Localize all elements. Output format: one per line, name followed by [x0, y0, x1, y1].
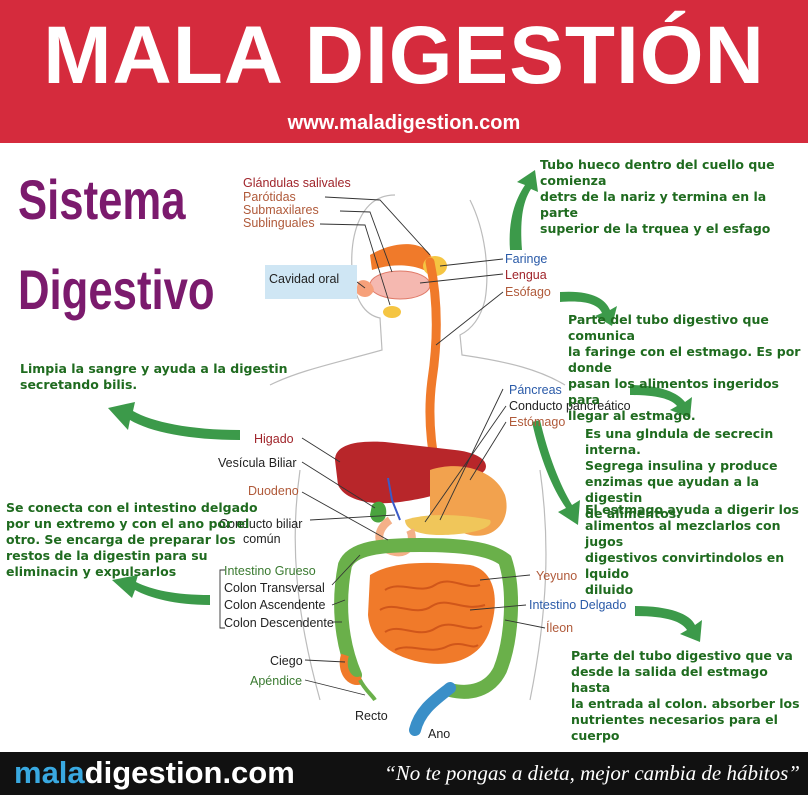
body-outline: [269, 194, 566, 701]
label-conducto-pancreatico: Conducto pancreático: [509, 399, 631, 413]
gallbladder-shape: [370, 501, 387, 523]
label-esofago: Esófago: [505, 285, 551, 299]
arrow-faringe: [509, 170, 538, 250]
label-cavidad: Cavidad oral: [269, 272, 340, 286]
label-faringe: Faringe: [505, 252, 548, 266]
label-intestino-delgado: Intestino Delgado: [529, 598, 627, 612]
diagram-title-line2: Digestivo: [18, 258, 215, 321]
green-arrows: [108, 170, 702, 642]
arrow-pancreas: [630, 385, 692, 418]
label-glandulas: Glándulas salivales: [243, 176, 351, 190]
label-recto: Recto: [355, 709, 388, 723]
desc-higado: Limpia la sangre y ayuda a la digestin s…: [20, 361, 288, 392]
arrow-higado: [108, 402, 240, 440]
footer-brand-link[interactable]: maladigestion.com: [14, 755, 295, 791]
desc-pancreas: Es una glndula de secrecin interna. Segr…: [585, 426, 778, 521]
label-pancreas: Páncreas: [509, 383, 562, 397]
diagram-title-line1: Sistema: [18, 168, 186, 231]
appendix-shape: [358, 679, 377, 702]
label-lengua: Lengua: [505, 268, 547, 282]
label-yeyuno: Yeyuno: [536, 569, 578, 583]
arrow-estomago: [532, 420, 580, 525]
label-colon-ascendente: Colon Ascendente: [224, 598, 326, 612]
rectum-shape: [409, 682, 456, 736]
tongue-shape: [369, 270, 431, 300]
label-ileon: Íleon: [546, 621, 574, 635]
label-vesicula: Vesícula Biliar: [218, 456, 297, 470]
label-parotidas: Parótidas: [243, 190, 296, 204]
arrow-esofago: [560, 291, 617, 326]
colon-shape: [334, 537, 518, 699]
desc-esofago: Parte del tubo digestivo que comunica la…: [568, 312, 801, 423]
label-ano: Ano: [428, 727, 451, 741]
footer-bar: maladigestion.com “No te pongas a dieta,…: [0, 752, 808, 795]
arrow-intestino-grueso: [112, 575, 210, 605]
arrow-intestino-delgado: [635, 606, 702, 642]
small-intestine-loops: [379, 580, 486, 651]
label-conducto-biliar-2: común: [243, 532, 281, 546]
header-url-link[interactable]: www.maladigestion.com: [287, 112, 521, 134]
bile-duct-shape: [387, 477, 401, 521]
label-intestino-grueso: Intestino Grueso: [224, 564, 316, 578]
esophagus-shape: [425, 257, 441, 475]
page-title: MALA DIGESTIÓN: [43, 10, 765, 101]
label-colon-transversal: Colon Transversal: [224, 581, 325, 595]
label-colon-descendente: Colon Descendente: [224, 616, 334, 630]
desc-faringe: Tubo hueco dentro del cuello que comienz…: [540, 157, 775, 236]
desc-estomago: El estmago ayuda a digerir los alimentos…: [585, 502, 799, 597]
label-duodeno: Duodeno: [248, 484, 299, 498]
leader-lines: [219, 196, 546, 696]
sublingual-gland-shape: [383, 306, 401, 318]
desc-intestino-delgado: Parte del tubo digestivo que va desde la…: [571, 648, 800, 743]
label-ciego: Ciego: [270, 654, 303, 668]
label-apendice: Apéndice: [250, 674, 303, 688]
small-intestine-shape: [368, 562, 495, 664]
footer-brand-part2: digestion.com: [84, 755, 295, 790]
label-sublinguales: Sublinguales: [243, 216, 315, 230]
label-estomago: Estómago: [509, 415, 566, 429]
header-banner: MALA DIGESTIÓN www.maladigestion.com: [0, 0, 808, 143]
label-higado: Higado: [254, 432, 294, 446]
label-conducto-biliar-1: Conducto biliar: [219, 517, 303, 531]
footer-slogan: “No te pongas a dieta, mejor cambia de h…: [384, 761, 800, 785]
cavidad-oral-box: [265, 265, 357, 299]
pharynx-shape: [370, 244, 432, 275]
footer-brand-part1: mala: [14, 755, 85, 790]
desc-intestino-grueso: Se conecta con el intestino delgado por …: [6, 500, 258, 579]
label-submaxilares: Submaxilares: [243, 203, 319, 217]
